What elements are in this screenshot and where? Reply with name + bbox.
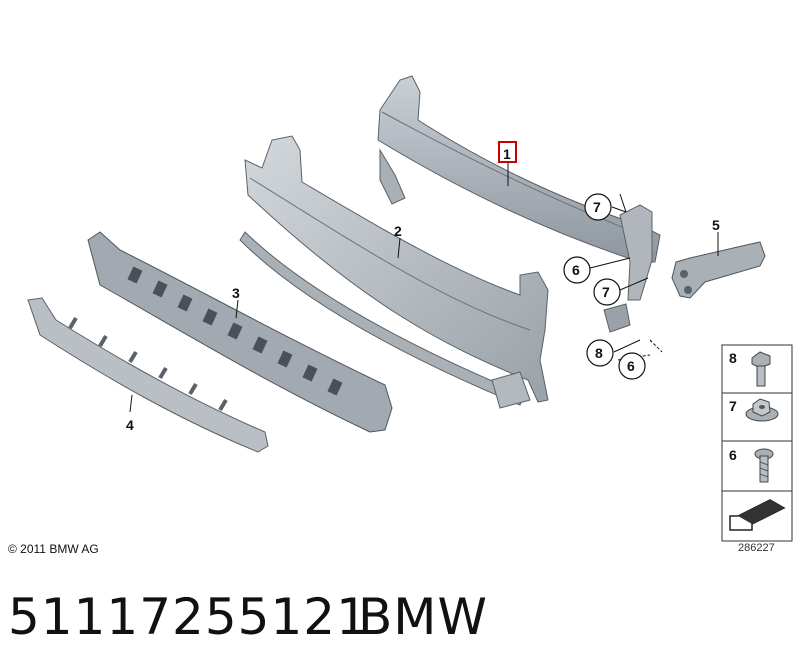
bolt-icon: [751, 351, 771, 387]
svg-text:6: 6: [729, 447, 737, 463]
screw-icon: [754, 448, 774, 483]
exploded-view-drawing: 1 2 3 4 5 7 6 7 8 6 8 7: [27, 75, 793, 542]
part-2-reinforcement-beam[interactable]: [239, 135, 549, 409]
svg-text:7: 7: [593, 199, 601, 215]
legend-item-7[interactable]: 7: [729, 398, 779, 422]
direction-arrow-icon: [729, 499, 786, 531]
svg-text:7: 7: [729, 398, 737, 414]
callout-3[interactable]: 3: [232, 285, 240, 301]
svg-text:6: 6: [627, 358, 635, 374]
part-4-bumper-strip[interactable]: [27, 297, 269, 453]
nut-icon: [745, 398, 779, 422]
svg-text:8: 8: [595, 345, 603, 361]
callout-7-top[interactable]: 7: [584, 193, 612, 221]
svg-text:7: 7: [602, 284, 610, 300]
callout-7-bottom[interactable]: 7: [593, 278, 621, 306]
callout-5[interactable]: 5: [712, 217, 720, 233]
part-3-energy-absorber[interactable]: [87, 231, 393, 433]
callout-2[interactable]: 2: [394, 223, 402, 239]
fastener-legend: 8 7 6: [721, 344, 793, 542]
callout-4[interactable]: 4: [126, 417, 134, 433]
svg-text:8: 8: [729, 350, 737, 366]
copyright-text: © 2011 BMW AG: [8, 542, 99, 556]
callout-8[interactable]: 8: [586, 339, 614, 367]
callout-6-bottom[interactable]: 6: [618, 352, 646, 380]
brand-name: BMW: [358, 588, 488, 646]
callout-1[interactable]: 1: [503, 146, 511, 162]
legend-item-8[interactable]: 8: [729, 350, 771, 387]
diagram-id: 286227: [738, 542, 775, 554]
legend-item-6[interactable]: 6: [729, 447, 774, 483]
svg-text:6: 6: [572, 262, 580, 278]
part-5-bracket[interactable]: [671, 241, 766, 299]
callout-6-top[interactable]: 6: [563, 256, 591, 284]
highlight-box-part-1: [498, 141, 517, 163]
part-number: 51117255121: [8, 588, 369, 646]
